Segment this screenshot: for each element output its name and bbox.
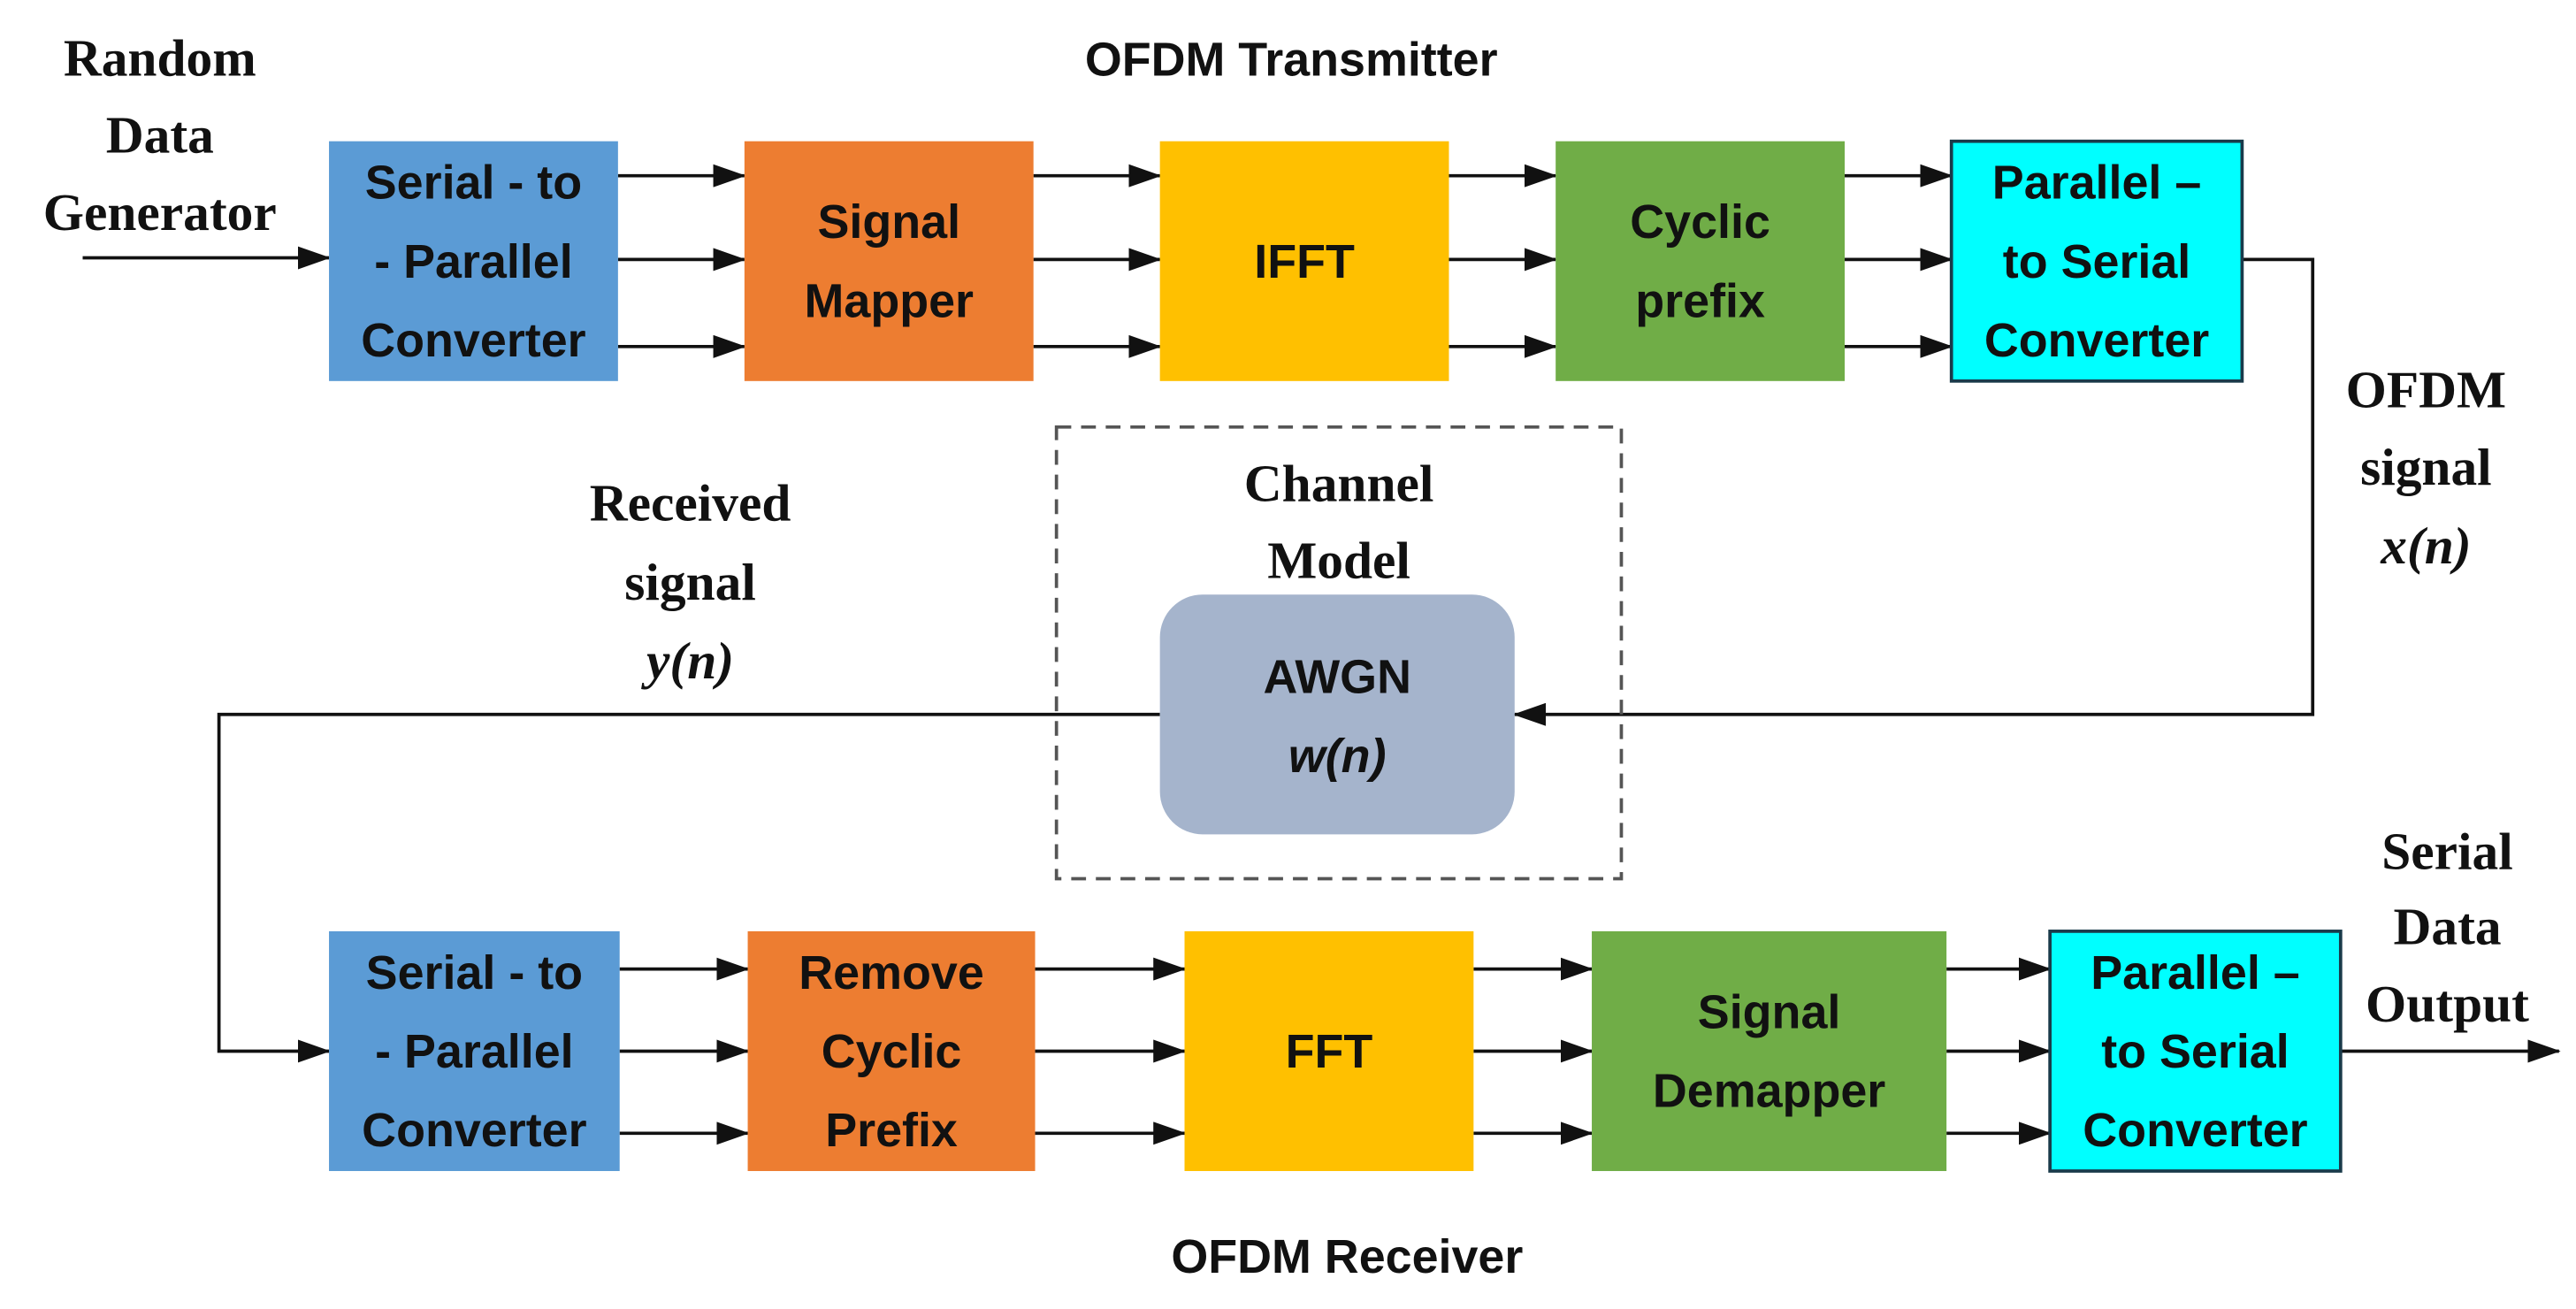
tx-block-0-label: - Parallel [374, 235, 572, 288]
rx-block-3-label: Demapper [1653, 1065, 1885, 1118]
tx-block-2-label: IFFT [1254, 235, 1355, 288]
rx-block-1-label: Prefix [825, 1104, 958, 1157]
rx-block-0-label: Serial - to [366, 946, 583, 999]
rx-block-4-label: Parallel – [2091, 946, 2300, 999]
ofdm-signal-symbol: x(n) [2380, 517, 2471, 575]
rx-block-0 [329, 930, 620, 1172]
rx-block-1-label: Remove [799, 946, 984, 999]
blocks: Serial - to- ParallelConverterSignalMapp… [329, 139, 2343, 1173]
tx-block-1-label: Mapper [805, 274, 975, 327]
received-label-2: signal [624, 553, 756, 611]
output-label-2: Data [2393, 898, 2501, 956]
rx-block-0-label: Converter [362, 1104, 586, 1157]
tx-block-4-label: Converter [1984, 314, 2209, 367]
rx-block-1-label: Cyclic [822, 1025, 962, 1078]
tx-block-3 [1556, 141, 1846, 381]
tx-block-1-label: Signal [817, 195, 960, 249]
ofdm-signal-label-1: OFDM [2346, 361, 2506, 419]
transmitter-title: OFDM Transmitter [1085, 33, 1498, 86]
channel-model-title-2: Model [1267, 532, 1410, 590]
input-label-2: Data [106, 106, 214, 165]
received-signal-symbol: y(n) [641, 632, 734, 690]
input-label-1: Random [64, 28, 256, 87]
tx-block-4-label: to Serial [2003, 235, 2190, 288]
ofdm-signal-label-2: signal [2360, 438, 2492, 496]
tx-block-3-label: Cyclic [1630, 195, 1770, 249]
receiver-title: OFDM Receiver [1171, 1230, 1523, 1283]
rx-block-0-label: - Parallel [375, 1025, 573, 1078]
output-label-1: Serial [2381, 822, 2513, 880]
tx-block-0-label: Converter [361, 314, 585, 367]
output-label-3: Output [2366, 975, 2529, 1033]
received-label-1: Received [590, 474, 791, 532]
tx-block-2 [1159, 141, 1449, 381]
rx-block-4-label: to Serial [2101, 1025, 2289, 1078]
channel-to-rx-wire [217, 712, 1160, 1063]
tx-block-3-label: prefix [1635, 274, 1765, 327]
channel-model-boundary [1054, 425, 1624, 881]
tx-block-0 [329, 141, 618, 381]
rx-block-3-label: Signal [1698, 985, 1841, 1038]
tx-to-channel-wire [1512, 257, 2315, 726]
awgn-noise-symbol: w(n) [1288, 730, 1387, 783]
rx-block-1 [747, 930, 1036, 1172]
rx-block-2 [1184, 930, 1474, 1172]
connections [82, 164, 2561, 1145]
channel-model-title-1: Channel [1244, 454, 1434, 512]
tx-block-4 [1949, 139, 2244, 383]
awgn-block [1159, 594, 1515, 835]
rx-block-4-label: Converter [2083, 1104, 2307, 1157]
input-label-3: Generator [43, 183, 277, 241]
tx-block-0-label: Serial - to [365, 157, 582, 210]
tx-block-4-label: Parallel – [1992, 157, 2201, 210]
rx-block-3 [1592, 930, 1947, 1172]
awgn-label: AWGN [1263, 651, 1411, 704]
rx-block-4 [2048, 930, 2343, 1173]
tx-block-1 [744, 141, 1034, 381]
rx-block-2-label: FFT [1286, 1025, 1373, 1078]
